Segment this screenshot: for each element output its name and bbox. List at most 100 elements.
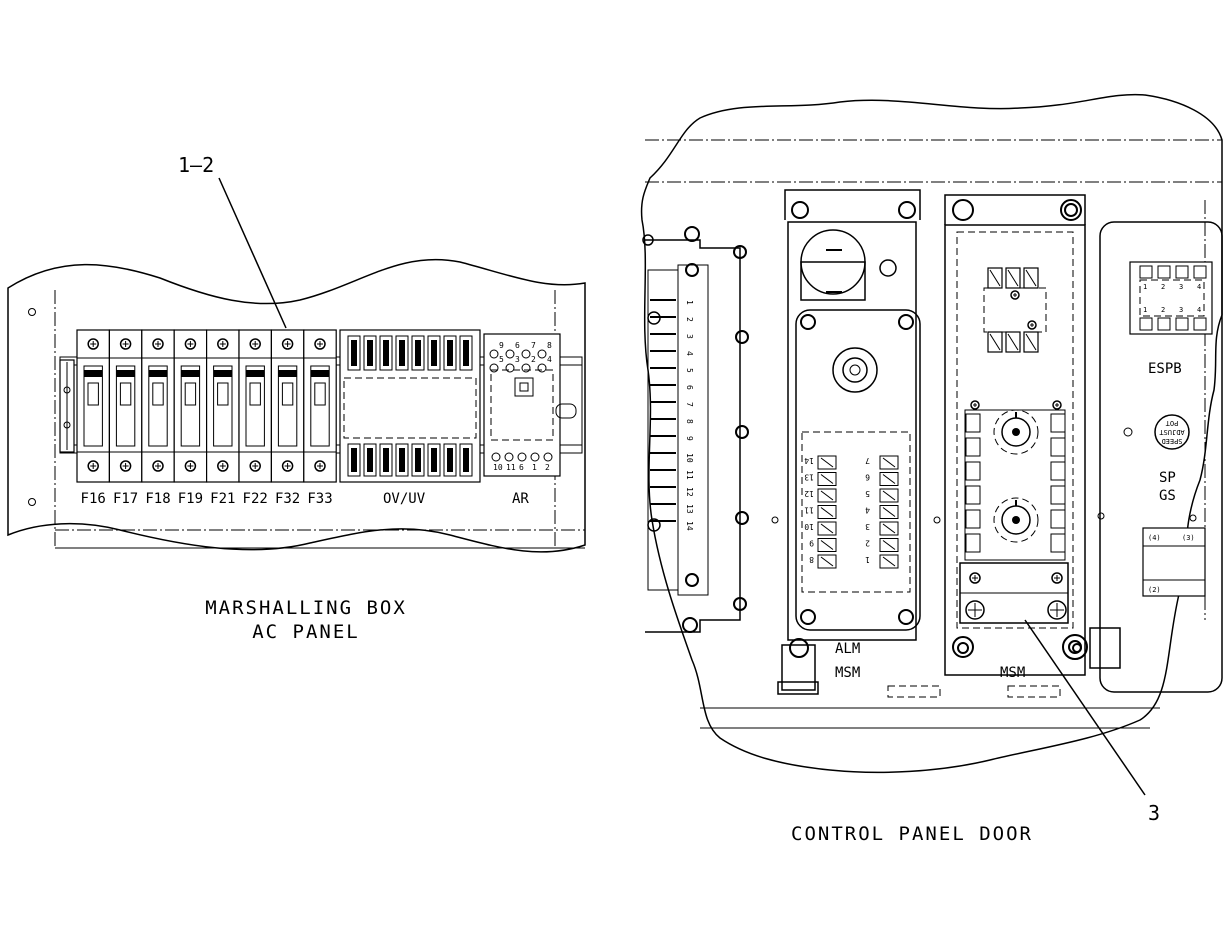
- strip-bolt-9: [682, 617, 698, 633]
- ar-bottom-terminal-label-6: 6: [519, 463, 524, 472]
- fuse-carrier-F17: [115, 365, 136, 447]
- espb-top-terminal-2: [1157, 265, 1171, 279]
- alm-label: ALM: [835, 641, 860, 657]
- ar-relay-latch: [555, 403, 577, 419]
- espb-top-label-1: 1: [1143, 283, 1147, 291]
- fuse-carrier-band-F22: [246, 370, 265, 377]
- alarm-module-bolt-tr: [898, 201, 916, 219]
- ar-top-terminal-label-8: 8: [547, 341, 552, 350]
- espb-bottom-terminal-1: [1139, 317, 1153, 331]
- block-left-terminal-13: [817, 472, 837, 486]
- ov-uv-bottom-contact-6: [431, 448, 437, 472]
- terminal-block-cover: [801, 431, 911, 593]
- block-right-label-5: 5: [865, 489, 870, 498]
- msm-callout-number: 3: [1148, 801, 1160, 825]
- ar-top-terminal-label-3: 3: [515, 355, 520, 364]
- alarm-module-mount-foot: [777, 681, 819, 695]
- espb-top-terminal-3: [1175, 265, 1189, 279]
- strip-terminal-label-14: 14: [685, 521, 694, 531]
- block-left-label-10: 10: [804, 522, 814, 531]
- ar-relay-window: [514, 377, 534, 397]
- block-right-terminal-3: [879, 521, 899, 536]
- block-right-slot-2: [882, 540, 896, 550]
- overload-dial-outer-1: [993, 409, 1039, 455]
- ar-top-terminal-3: [505, 363, 515, 373]
- pot-mount-hole: [1123, 427, 1133, 437]
- ar-bottom-terminal-6: [517, 452, 527, 462]
- ov-uv-top-terminal-1: [347, 335, 361, 371]
- connector-boss-outer: [832, 347, 878, 393]
- control-panel-door-caption: CONTROL PANEL DOOR: [791, 823, 1033, 845]
- ar-bottom-terminal-2: [543, 452, 553, 462]
- block-right-slot-6: [882, 474, 896, 484]
- overload-screw-bl: [969, 572, 981, 584]
- fuse-label-F32: F32: [275, 491, 300, 507]
- ov-uv-bottom-contact-4: [399, 448, 405, 472]
- ov-uv-bottom-terminal-1: [347, 443, 361, 477]
- block-left-terminal-9: [817, 538, 837, 552]
- espb-top-label-3: 3: [1179, 283, 1183, 291]
- msm-nameplate: [1007, 685, 1061, 698]
- fuse-carrier-band-F18: [148, 370, 168, 377]
- block-right-label-1: 1: [865, 555, 870, 564]
- fuse-carrier-F22: [245, 365, 265, 447]
- strip-terminal-label-1: 1: [685, 300, 694, 305]
- block-left-terminal-10: [817, 521, 837, 536]
- block-right-slot-4: [882, 507, 896, 517]
- msm-contactor-cover: [956, 231, 1074, 629]
- ar-top-terminal-label-9: 9: [499, 341, 504, 350]
- contactor-screw-bottom: [1027, 320, 1037, 330]
- overload-right-cell-1: [1050, 413, 1066, 433]
- fuse-window-F16: [87, 382, 99, 406]
- espb-label: ESPB: [1148, 361, 1182, 377]
- door-frame-top: [645, 139, 1222, 183]
- espb-bottom-terminal-3: [1175, 317, 1189, 331]
- ov-uv-top-contact-4: [399, 340, 405, 366]
- ov-uv-label: OV/UV: [383, 491, 426, 507]
- contactor-coil-cover: [983, 287, 1047, 333]
- fuse-holder-F33: [303, 329, 337, 483]
- block-left-slot-13: [820, 474, 834, 484]
- block-right-terminal-6: [879, 472, 899, 486]
- espb-bottom-label-1: 1: [1143, 306, 1147, 314]
- espb-bottom-terminal-2: [1157, 317, 1171, 331]
- strip-screw-bottom: [647, 518, 661, 532]
- ar-top-terminal-label-7: 7: [531, 341, 536, 350]
- ov-uv-top-contact-1: [351, 340, 357, 366]
- contactor-load-slot-2: [1007, 333, 1019, 351]
- end-stop-screw-bottom: [63, 421, 71, 429]
- overload-right-cell-2: [1050, 437, 1066, 457]
- speed-adjust-pot-icon: [1154, 414, 1190, 450]
- ar-top-terminal-label-6: 6: [515, 341, 520, 350]
- ov-uv-bottom-contact-5: [415, 448, 421, 472]
- inner-bolt-bl: [800, 609, 816, 625]
- fuse-carrier-band-F33: [310, 370, 330, 377]
- contactor-load-slot-3: [1025, 333, 1037, 351]
- fuse-holder-F19: [173, 329, 208, 483]
- contactor-screw-top: [1010, 290, 1020, 300]
- strip-terminal-label-7: 7: [685, 402, 694, 407]
- speed-adjust-line3: POT: [1165, 419, 1178, 427]
- ov-uv-bottom-terminal-4: [395, 443, 409, 477]
- ov-uv-top-contact-2: [367, 340, 373, 366]
- fuse-carrier-F21: [213, 365, 233, 447]
- fuse-label-F22: F22: [243, 491, 268, 507]
- alarm-module-top-bracket: [784, 189, 921, 220]
- block-left-slot-8: [820, 556, 834, 567]
- ar-top-terminal-label-2: 2: [531, 355, 536, 364]
- strip-screw-top: [647, 311, 661, 325]
- msm-top-bracket: [944, 194, 1086, 225]
- block-right-label-2: 2: [865, 539, 870, 548]
- ov-uv-bottom-terminal-2: [363, 443, 377, 477]
- block-left-terminal-12: [817, 488, 837, 503]
- block-right-label-3: 3: [865, 522, 870, 531]
- espb-bottom-label-4: 4: [1197, 306, 1201, 314]
- ov-uv-relay: [339, 329, 481, 483]
- contactor-line-slot-3: [1025, 269, 1037, 287]
- alarm-module-bolt-tl: [791, 201, 809, 219]
- block-left-slot-14: [820, 457, 834, 468]
- fuse-holder-F18: [141, 329, 175, 483]
